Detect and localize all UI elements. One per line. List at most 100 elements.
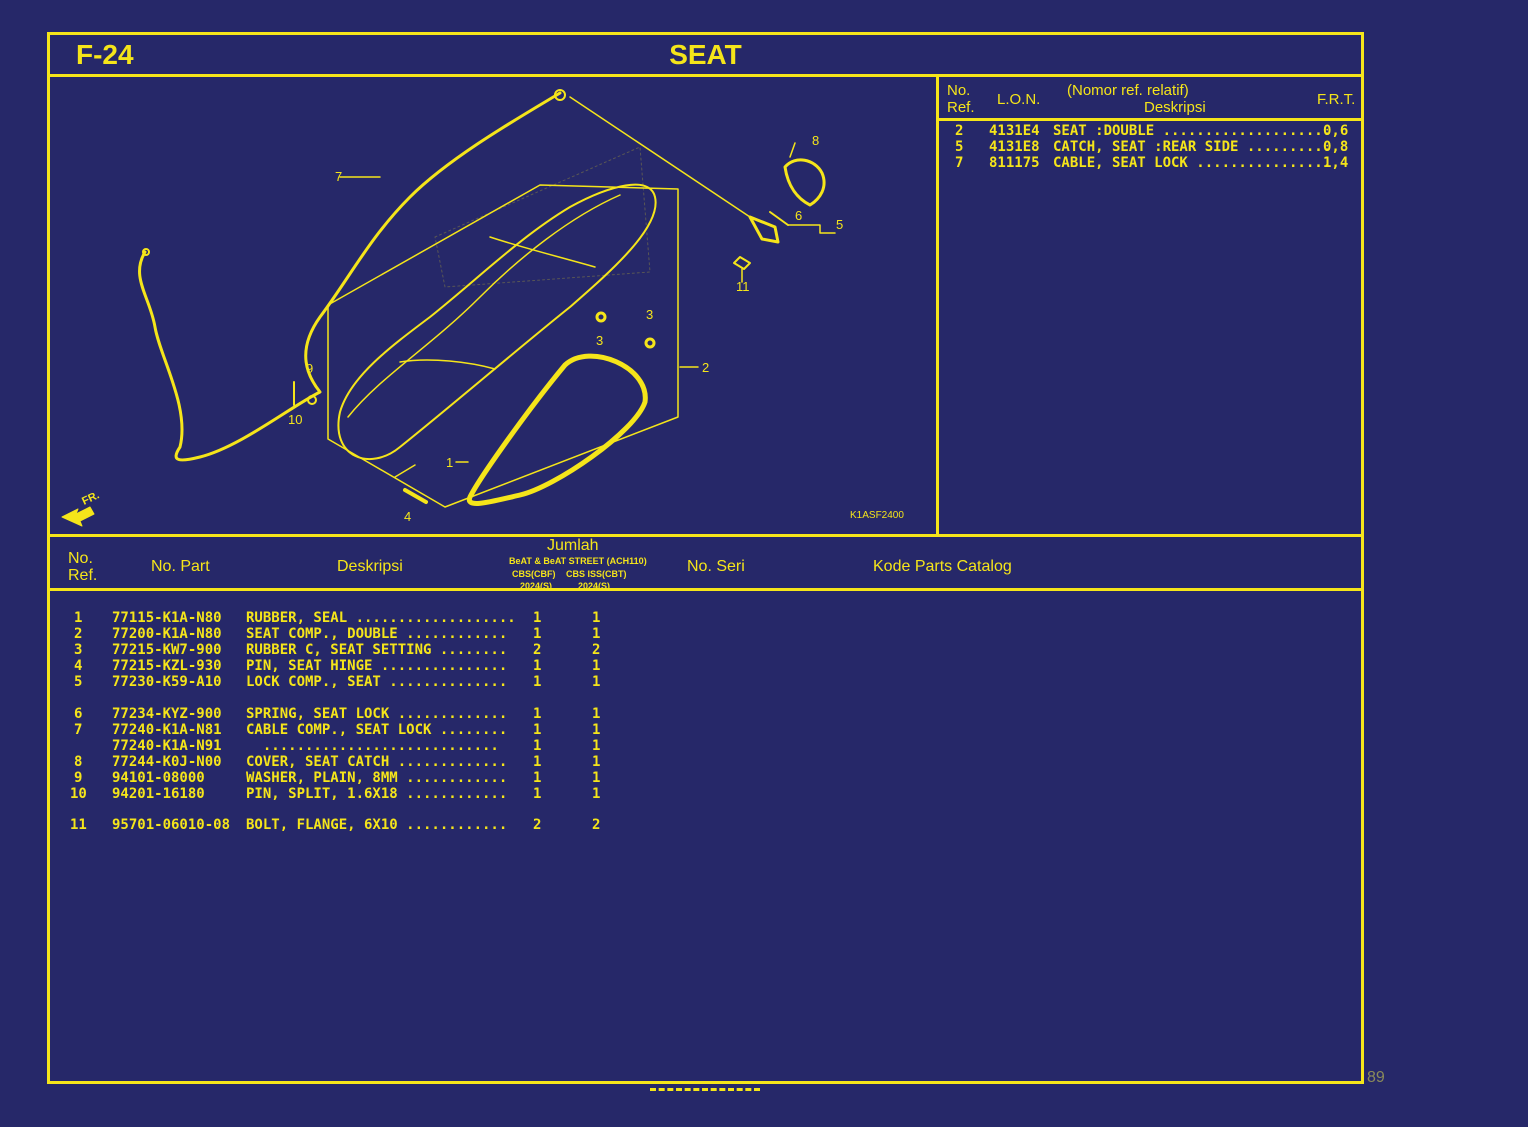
table-row: 4 77215-KZL-930 PIN, SEAT HINGE ........… xyxy=(50,658,1361,674)
callout-8: 8 xyxy=(812,133,819,148)
table-row: 2 77200-K1A-N80 SEAT COMP., DOUBLE .....… xyxy=(50,626,1361,642)
parts-table-header: No. Ref. No. Part Deskripsi Jumlah BeAT … xyxy=(50,534,1361,591)
row-ref: 6 xyxy=(74,706,83,722)
header-year1: 2024(S) xyxy=(520,581,553,591)
frt-row: 2 4131E4 SEAT :DOUBLE ..................… xyxy=(939,123,1361,139)
row-qty1: 1 xyxy=(533,754,542,770)
table-row: 77240-K1A-N91 ..........................… xyxy=(50,738,1361,754)
frt-row: 5 4131E8 CATCH, SEAT :REAR SIDE ........… xyxy=(939,139,1361,155)
row-qty1: 1 xyxy=(533,658,542,674)
row-qty2: 1 xyxy=(592,722,601,738)
row-ref: 1 xyxy=(74,610,83,626)
header-jumlah: Jumlah xyxy=(547,537,599,554)
row-qty2: 1 xyxy=(592,754,601,770)
callout-7: 7 xyxy=(335,169,342,184)
row-ref: 8 xyxy=(74,754,83,770)
row-desc: CABLE COMP., SEAT LOCK ........ xyxy=(246,722,508,738)
row-qty2: 1 xyxy=(592,706,601,722)
front-arrow xyxy=(61,506,95,527)
frt-header-frt: F.R.T. xyxy=(1317,91,1356,108)
row-desc: SPRING, SEAT LOCK ............. xyxy=(246,706,508,722)
row-part: 77240-K1A-N91 xyxy=(112,738,222,754)
row-part: 94101-08000 xyxy=(112,770,205,786)
page-number: 89 xyxy=(1367,1069,1385,1086)
row-desc: PIN, SEAT HINGE ............... xyxy=(246,658,508,674)
row-ref: 3 xyxy=(74,642,83,658)
row-part: 77240-K1A-N81 xyxy=(112,722,222,738)
header-catalog: Kode Parts Catalog xyxy=(873,558,1012,575)
row-part: 95701-06010-08 xyxy=(112,817,231,833)
row-part: 77215-KW7-900 xyxy=(112,642,222,658)
frt-lon: 4131E8 xyxy=(989,139,1040,155)
header-year2: 2024(S) xyxy=(578,581,611,591)
row-qty2: 2 xyxy=(592,642,601,658)
row-qty2: 1 xyxy=(592,626,601,642)
row-part: 77215-KZL-930 xyxy=(112,658,222,674)
front-label: FR. xyxy=(80,489,101,507)
row-ref: 4 xyxy=(74,658,83,674)
row-ref: 11 xyxy=(70,817,87,833)
row-ref: 9 xyxy=(74,770,83,786)
parts-catalog-frame: F-24 SEAT xyxy=(47,32,1364,1084)
row-part: 94201-16180 xyxy=(112,786,205,802)
table-row: 11 95701-06010-08 BOLT, FLANGE, 6X10 ...… xyxy=(50,817,1361,833)
table-row: 10 94201-16180 PIN, SPLIT, 1.6X18 ......… xyxy=(50,786,1361,802)
table-row: 7 77240-K1A-N81 CABLE COMP., SEAT LOCK .… xyxy=(50,722,1361,738)
footer-divider xyxy=(650,1088,760,1091)
frt-desc: CATCH, SEAT :REAR SIDE .......... xyxy=(1053,139,1332,155)
frt-header: No. Ref. L.O.N. (Nomor ref. relatif) Des… xyxy=(939,77,1361,121)
callout-10: 10 xyxy=(288,412,302,427)
row-qty2: 1 xyxy=(592,610,601,626)
header-col1: CBS(CBF) xyxy=(512,569,556,579)
row-qty1: 1 xyxy=(533,610,542,626)
row-qty1: 1 xyxy=(533,722,542,738)
exploded-diagram: 7 8 6 5 11 3 3 2 9 10 1 4 K1ASF2400 FR. xyxy=(50,77,939,534)
frt-reference-panel: No. Ref. L.O.N. (Nomor ref. relatif) Des… xyxy=(939,77,1361,534)
row-qty1: 2 xyxy=(533,817,542,833)
row-ref: 2 xyxy=(74,626,83,642)
row-part: 77200-K1A-N80 xyxy=(112,626,222,642)
row-qty1: 1 xyxy=(533,738,542,754)
table-row: 5 77230-K59-A10 LOCK COMP., SEAT .......… xyxy=(50,674,1361,690)
frt-value: 0,6 xyxy=(1323,123,1349,139)
table-row: 1 77115-K1A-N80 RUBBER, SEAL ...........… xyxy=(50,610,1361,626)
row-qty2: 2 xyxy=(592,817,601,833)
seat-bounding-box xyxy=(327,184,679,508)
row-desc: SEAT COMP., DOUBLE ............ xyxy=(246,626,508,642)
row-desc: RUBBER C, SEAT SETTING ........ xyxy=(246,642,508,658)
row-desc: ............................ xyxy=(246,738,499,754)
row-part: 77230-K59-A10 xyxy=(112,674,222,690)
header-seri: No. Seri xyxy=(687,558,745,575)
lock-comp xyxy=(748,215,780,244)
callout-2: 2 xyxy=(702,360,709,375)
header-desc: Deskripsi xyxy=(337,558,403,575)
row-qty2: 1 xyxy=(592,674,601,690)
header-no: No. xyxy=(68,550,93,567)
seat-hinge-pin xyxy=(403,488,428,504)
row-desc: PIN, SPLIT, 1.6X18 ............ xyxy=(246,786,508,802)
frt-desc: SEAT :DOUBLE .................... xyxy=(1053,123,1332,139)
seat-lock-spring xyxy=(769,211,789,226)
row-desc: WASHER, PLAIN, 8MM ............ xyxy=(246,770,508,786)
row-qty1: 1 xyxy=(533,674,542,690)
frt-lon: 4131E4 xyxy=(989,123,1040,139)
seat-catch-cover xyxy=(783,158,826,207)
flange-bolt xyxy=(733,256,751,270)
frt-header-nomor: (Nomor ref. relatif) xyxy=(1067,82,1189,99)
row-part: 77234-KYZ-900 xyxy=(112,706,222,722)
callout-3b: 3 xyxy=(646,307,653,322)
washer xyxy=(307,395,317,405)
header-col2: CBS ISS(CBT) xyxy=(566,569,627,579)
row-qty1: 1 xyxy=(533,626,542,642)
callout-9: 9 xyxy=(306,361,313,376)
seat-diagram-svg: 7 8 6 5 11 3 3 2 9 10 1 4 K1ASF2400 FR. xyxy=(61,89,904,527)
row-qty2: 1 xyxy=(592,658,601,674)
rubber-c-b xyxy=(644,337,656,349)
diagram-ref-code: K1ASF2400 xyxy=(850,510,904,521)
row-desc: COVER, SEAT CATCH ............. xyxy=(246,754,508,770)
seal-ring xyxy=(466,353,648,506)
row-qty2: 1 xyxy=(592,770,601,786)
frt-ref: 7 xyxy=(955,155,964,171)
row-ref: 10 xyxy=(70,786,87,802)
seat-outline xyxy=(337,183,657,461)
